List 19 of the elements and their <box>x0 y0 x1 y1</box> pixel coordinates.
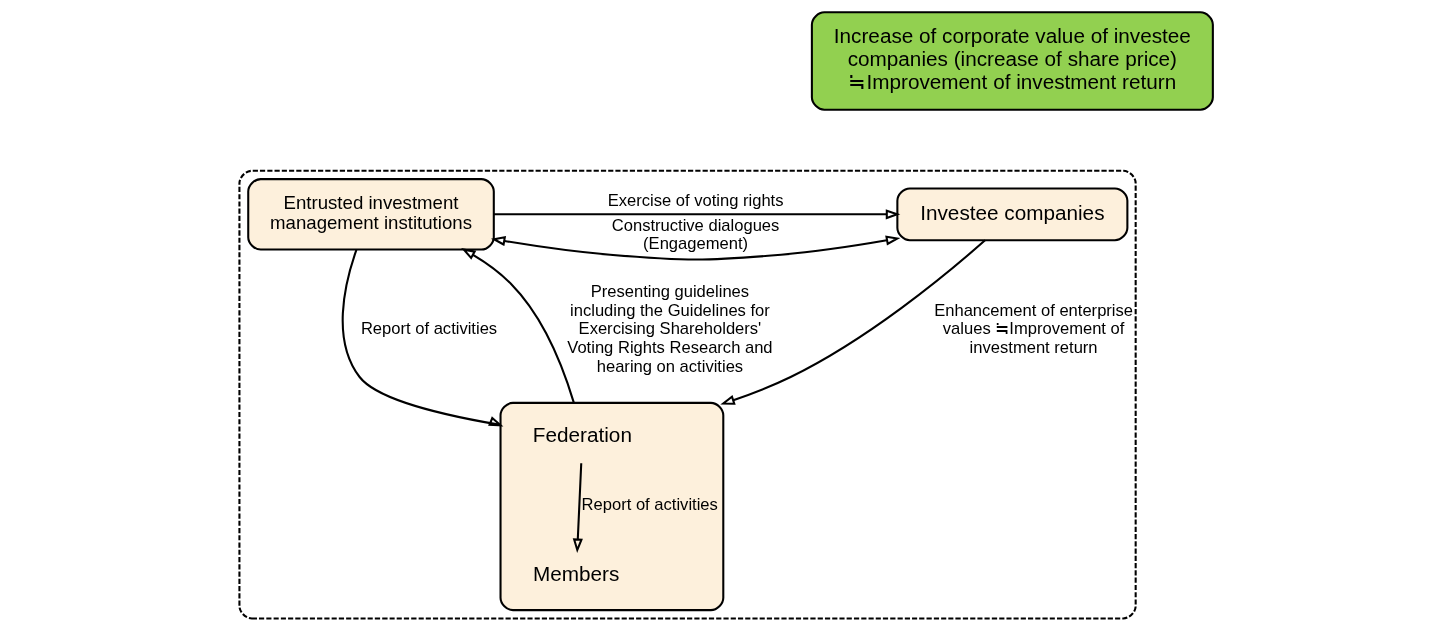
cluster <box>237 169 1137 620</box>
edge-label: Presenting guidelines including the Guidelines for Exercising Shareholders' Voting Rights Research and hearing on activities <box>566 282 773 376</box>
node-box: Investee companies <box>895 187 1128 242</box>
edge-label: Report of activities <box>360 319 497 339</box>
edge-label: Exercise of voting rights <box>607 190 783 210</box>
edge-label: Constructive dialogues (Engagement) <box>611 215 779 254</box>
arrow <box>490 235 900 261</box>
edge-label: Enhancement of enterprise values ≒Improvement of investment return <box>933 300 1133 357</box>
node-box: Entrusted investment management institutions <box>246 178 495 251</box>
arrow <box>493 209 900 220</box>
arrow <box>460 248 575 404</box>
edge-label: Report of activities <box>581 495 718 515</box>
arrow <box>572 463 583 554</box>
arrow <box>341 249 503 427</box>
node-text: Federation <box>532 423 632 447</box>
cluster <box>499 401 724 612</box>
arrow <box>719 239 986 405</box>
node-text: Members <box>532 562 619 586</box>
node-box: Increase of corporate value of investee companies (increase of share price) ≒Improvement of investment return <box>810 11 1214 111</box>
